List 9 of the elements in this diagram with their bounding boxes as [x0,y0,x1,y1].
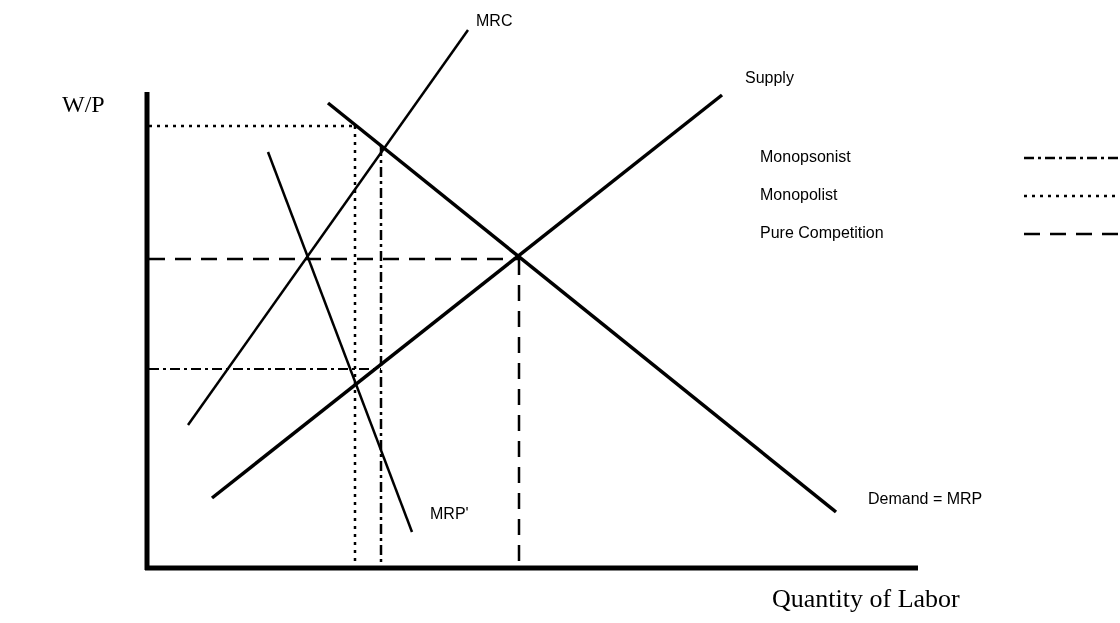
legend-label: Monopolist [760,186,838,204]
axis-label: W/P [62,91,105,118]
axis-label: Quantity of Labor [772,585,960,614]
legend-label: Pure Competition [760,224,884,242]
curve-label: Demand = MRP [868,490,983,508]
legend-label: Monopsonist [760,148,851,166]
curve-label: MRP' [430,505,469,523]
curve-label: MRC [476,12,513,30]
curve-label: Supply [745,69,794,87]
